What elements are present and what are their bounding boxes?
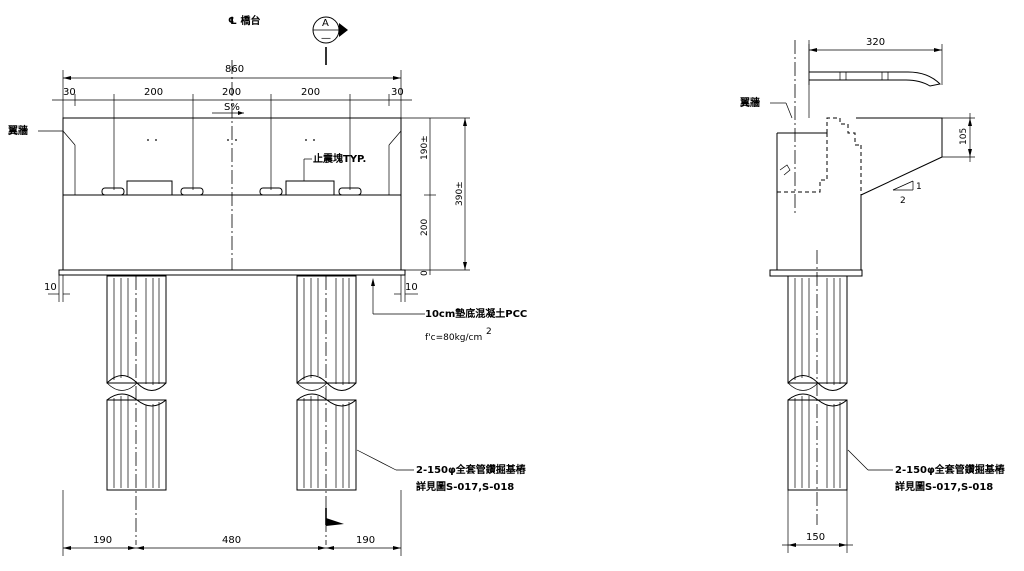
bearings xyxy=(101,180,362,196)
dim-spacing-2: 200 xyxy=(222,87,241,98)
side-pcc-base xyxy=(769,269,863,277)
dim-pcc-left: 10 xyxy=(44,282,57,293)
dim-upper: 190± xyxy=(420,135,430,160)
pile-left xyxy=(106,275,167,545)
side-dim-right-text: 105 xyxy=(959,128,969,145)
dim-right-vertical: 190± 200 0 390± xyxy=(401,117,470,276)
side-bracket-label: 翼牆 xyxy=(739,96,760,109)
pcc-strength-sup: 2 xyxy=(486,327,492,337)
wingwall-label: 翼牆 xyxy=(7,124,28,137)
side-deck xyxy=(809,71,942,87)
dim-bottom-1: 190 xyxy=(93,535,112,546)
section-marker-letter: A xyxy=(322,18,329,29)
dim-pcc-right: 10 xyxy=(405,282,418,293)
side-slope-v: 1 xyxy=(916,182,922,192)
centerline-label: ℄ 橋台 xyxy=(228,14,260,27)
section-marker-sub: — xyxy=(321,33,331,44)
side-pile xyxy=(787,250,848,525)
front-pile-label: 2-150φ全套管鑽掘基樁 xyxy=(416,463,527,476)
front-view: ℄ 橋台 A — 860 30 200 xyxy=(7,14,527,556)
section-marker: A — xyxy=(312,16,348,65)
dim-edge-left: 30 xyxy=(63,87,76,98)
pile-right xyxy=(296,275,357,545)
side-dim-right: 105 xyxy=(942,113,975,162)
dim-bottom: 190 480 190 xyxy=(62,490,402,556)
dim-spacing-3: 200 xyxy=(301,87,320,98)
side-dim-bottom: 150 xyxy=(782,490,853,553)
front-pile-ref: 詳見圖S-017,S-018 xyxy=(416,480,514,493)
dim-edge-right: 30 xyxy=(391,87,404,98)
dim-overall-height: 390± xyxy=(455,181,465,206)
dim-bottom-3: 190 xyxy=(356,535,375,546)
side-dim-top: 320 xyxy=(808,37,943,85)
dim-total-text: 860 xyxy=(225,64,244,75)
side-dim-bottom-text: 150 xyxy=(806,532,825,543)
side-slope-mark: 1 2 xyxy=(892,180,922,206)
dim-zero: 0 xyxy=(420,270,430,276)
dim-lower: 200 xyxy=(420,219,430,236)
side-pile-label: 2-150φ全套管鑽掘基樁 xyxy=(895,463,1006,476)
side-dim-top-text: 320 xyxy=(866,37,885,48)
pcc-base: 10 10 xyxy=(44,269,418,302)
side-body xyxy=(776,117,943,271)
pcc-label: 10cm墊底混凝土PCC xyxy=(425,307,527,320)
side-pile-ref: 詳見圖S-017,S-018 xyxy=(895,480,993,493)
dim-spacing-1: 200 xyxy=(144,87,163,98)
pcc-strength: f'c=80kg/cm xyxy=(425,333,482,343)
side-slope-h: 2 xyxy=(900,196,906,206)
stopper-label: 止震塊TYP. xyxy=(313,152,366,165)
dim-bottom-2: 480 xyxy=(222,535,241,546)
side-view: 320 翼牆 xyxy=(739,37,1006,553)
